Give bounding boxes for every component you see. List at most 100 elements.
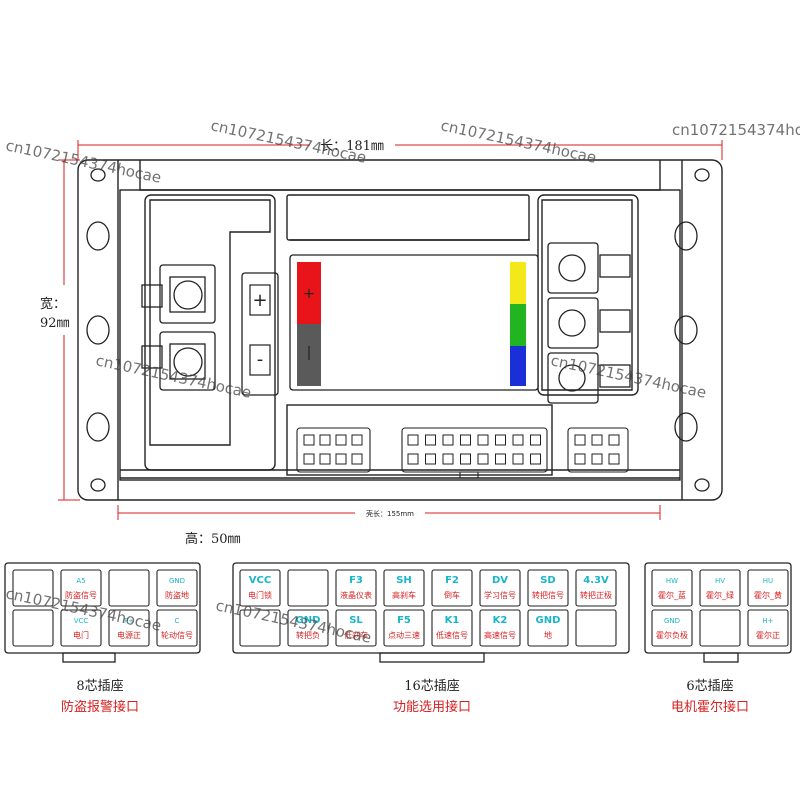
pin-hole: [425, 434, 436, 446]
central-color-label: +: [289, 254, 539, 391]
pin-function-label: 电源正: [117, 630, 141, 640]
pin-cell: [651, 569, 693, 607]
minus-sign: -: [257, 349, 264, 370]
pin-signal-label: DV: [492, 575, 508, 586]
pin-hole: [460, 453, 471, 465]
connector-latch: [703, 652, 739, 663]
pin-signal-label: 4.3V: [583, 575, 609, 586]
pin-hole: [351, 453, 363, 465]
pin-hole: [574, 453, 586, 465]
pin-hole: [460, 434, 471, 446]
pin-hole: [512, 434, 524, 446]
connector-16pin: VCC电门锁F3液晶仪表SH高刹车F2倒车DV学习信号SD转把信号4.3V转把正…: [232, 562, 630, 663]
pin-function-label: 点动三速: [388, 630, 420, 640]
pin-hole: [303, 453, 315, 465]
pin-function-label: 电门锁: [248, 590, 272, 600]
pin-cell: [747, 569, 789, 607]
pin-cell: [575, 609, 617, 647]
pin-hole: [335, 453, 347, 465]
pin-function-label: 防盗信号: [65, 590, 97, 600]
pin-function-label: 高刹车: [392, 590, 416, 600]
positive-red-bar: [297, 262, 321, 324]
pin-signal-label: K2: [493, 615, 508, 626]
pin-function-label: 霍尔负极: [656, 630, 688, 640]
pin-function-label: 学习信号: [484, 590, 516, 600]
connector-latch: [379, 652, 485, 663]
onboard-connectors: [296, 427, 629, 479]
pin-hole: [608, 434, 620, 446]
pin-function-label: 霍尔_黄: [754, 590, 782, 600]
pin-signal-label: F2: [445, 575, 459, 586]
watermark-text: cn1072154374hocae: [439, 116, 598, 167]
pin-function-label: 霍尔_蓝: [658, 590, 686, 600]
pin-hole: [530, 453, 541, 465]
pin-signal-label: F3: [349, 575, 363, 586]
length-dimension: [77, 140, 723, 160]
pin-signal-label: SL: [349, 615, 363, 626]
pin-signal-label: A5: [76, 577, 85, 585]
connector6-caption-top: 6芯插座: [686, 679, 733, 694]
length-label: 长：181㎜: [320, 139, 384, 154]
pin-cell: [747, 609, 789, 647]
watermark-text: cn1072154374ho: [672, 121, 800, 139]
pin-hole: [442, 453, 454, 465]
pin-cell: [335, 569, 377, 607]
pin-hole: [303, 434, 315, 446]
pin-cell: [239, 569, 281, 607]
pin-cell: [383, 569, 425, 607]
pin-function-label: 液晶仪表: [340, 590, 372, 600]
shell-length-label: 壳长：155mm: [366, 509, 414, 518]
pin-cell: [431, 569, 473, 607]
pin-function-label: 转把负: [296, 630, 320, 640]
pin-cell: [60, 569, 102, 607]
pin-cell: [527, 569, 569, 607]
pin-hole: [495, 453, 506, 465]
pin-signal-label: SH: [396, 575, 412, 586]
connector16-caption-bottom: 功能选用接口: [393, 699, 471, 715]
watermark-text: cn1072154374hocae: [549, 351, 708, 402]
blue-bar: [510, 346, 526, 386]
pin-cell: [108, 569, 150, 607]
pin-hole: [425, 453, 436, 465]
pin-hole: [335, 434, 347, 446]
polarity-labels: + -: [241, 272, 279, 396]
width-label-2: 92㎜: [40, 316, 70, 331]
pin-cell: [431, 609, 473, 647]
pin-signal-label: P+: [124, 617, 134, 625]
pin-cell: [60, 609, 102, 647]
connector-latch: [62, 652, 116, 663]
pin-cell: [287, 569, 329, 607]
pin-hole: [442, 434, 454, 446]
pin-cell: [12, 569, 54, 607]
pin-cell: [651, 609, 693, 647]
height-label: 高：50㎜: [185, 531, 241, 547]
pin-hole: [477, 434, 489, 446]
yellow-bar: [510, 262, 526, 304]
connector6-caption-bottom: 电机霍尔接口: [671, 699, 749, 715]
pin-function-label: 霍尔_绿: [706, 590, 734, 600]
motor-phase-terminals: [547, 242, 631, 404]
watermark-text: cn1072154374hocae: [4, 136, 163, 187]
pin-signal-label: GND: [536, 615, 561, 626]
plus-sign: +: [252, 290, 267, 311]
pin-hole: [319, 434, 331, 446]
pin-cell: [383, 609, 425, 647]
pin-function-label: 电门: [73, 630, 89, 640]
mounting-holes: [86, 168, 710, 492]
pin-cell: [156, 569, 198, 607]
width-label-1: 宽：: [40, 296, 66, 312]
pin-function-label: 防盗地: [165, 590, 189, 600]
pin-signal-label: C: [175, 617, 180, 625]
pin-function-label: 地: [544, 630, 552, 640]
pin-hole: [608, 453, 620, 465]
pin-hole: [512, 453, 524, 465]
red-bar-plus: +: [303, 286, 315, 302]
pin-signal-label: VCC: [74, 617, 89, 625]
battery-terminal-block: [141, 264, 216, 391]
pin-hole: [574, 434, 586, 446]
pin-cell: [527, 609, 569, 647]
width-dimension: [58, 159, 80, 501]
pin-signal-label: H+: [762, 617, 773, 625]
